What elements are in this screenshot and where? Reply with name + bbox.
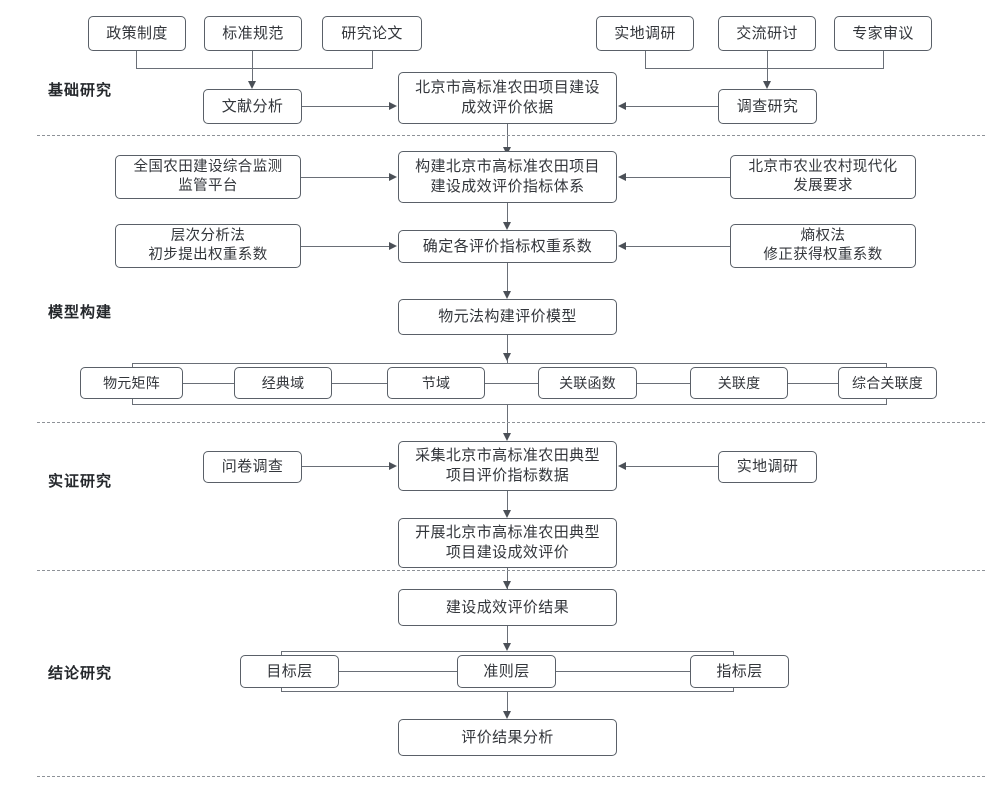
arrowhead-index-left bbox=[389, 173, 397, 181]
connector-chain-bottom-bus bbox=[132, 404, 887, 406]
arrowhead-index-right bbox=[618, 173, 626, 181]
connector-weight-to-model bbox=[507, 263, 509, 294]
arrowhead-collect-left bbox=[389, 462, 397, 470]
node-entropy-method[interactable]: 熵权法 修正获得权重系数 bbox=[730, 224, 916, 268]
connector-layer-top-bus bbox=[281, 651, 734, 653]
arrowhead-to-eval-result bbox=[503, 581, 511, 589]
connector-index-to-weight bbox=[507, 203, 509, 225]
node-literature-analysis[interactable]: 文献分析 bbox=[203, 89, 302, 124]
arrowhead-to-layer-bus bbox=[503, 643, 511, 651]
connector-platform-to-index bbox=[301, 177, 390, 179]
node-standard-norm[interactable]: 标准规范 bbox=[204, 16, 302, 51]
node-weight-coefficient[interactable]: 确定各评价指标权重系数 bbox=[398, 230, 617, 263]
connector-paper-down bbox=[372, 51, 374, 69]
stage-label-model: 模型构建 bbox=[48, 304, 113, 321]
node-field-survey-top[interactable]: 实地调研 bbox=[596, 16, 694, 51]
node-criteria-layer[interactable]: 准则层 bbox=[457, 655, 556, 688]
arrowhead-to-collect bbox=[503, 433, 511, 441]
node-chain-4[interactable]: 关联函数 bbox=[538, 367, 637, 399]
node-ahp-method[interactable]: 层次分析法 初步提出权重系数 bbox=[115, 224, 301, 268]
connector-result-to-layers bbox=[507, 626, 509, 648]
stage-label-conclusion: 结论研究 bbox=[48, 665, 113, 682]
connector-basic-bus bbox=[136, 68, 373, 70]
node-chain-5[interactable]: 关联度 bbox=[690, 367, 788, 399]
connector-chain-top-bus bbox=[132, 363, 887, 365]
stage-label-empirical: 实证研究 bbox=[48, 473, 113, 490]
arrowhead-to-literature bbox=[248, 81, 256, 89]
node-exchange-seminar[interactable]: 交流研讨 bbox=[718, 16, 816, 51]
connector-layers-to-analysis bbox=[507, 691, 509, 714]
node-chain-6[interactable]: 综合关联度 bbox=[838, 367, 937, 399]
node-expert-review[interactable]: 专家审议 bbox=[834, 16, 932, 51]
section-divider-4 bbox=[37, 776, 985, 777]
connector-chain-4-5 bbox=[637, 383, 690, 385]
node-chain-3[interactable]: 节域 bbox=[387, 367, 485, 399]
node-collect-data[interactable]: 采集北京市高标准农田典型 项目评价指标数据 bbox=[398, 441, 617, 491]
connector-chain-3-4 bbox=[485, 383, 538, 385]
connector-chain-5-6 bbox=[788, 383, 838, 385]
connector-collect-to-eval bbox=[507, 491, 509, 513]
node-matter-element-model[interactable]: 物元法构建评价模型 bbox=[398, 299, 617, 335]
node-index-layer[interactable]: 指标层 bbox=[690, 655, 789, 688]
stage-label-basic: 基础研究 bbox=[48, 82, 113, 99]
arrowhead-basis-left bbox=[389, 102, 397, 110]
connector-criteria-to-index bbox=[556, 671, 690, 673]
section-divider-3 bbox=[37, 570, 985, 571]
node-policy-system[interactable]: 政策制度 bbox=[88, 16, 186, 51]
connector-ahp-to-weight bbox=[301, 246, 390, 248]
arrowhead-weight-right bbox=[618, 242, 626, 250]
node-eval-result[interactable]: 建设成效评价结果 bbox=[398, 589, 617, 626]
connector-field-down bbox=[645, 51, 647, 69]
arrowhead-to-analysis bbox=[503, 711, 511, 719]
arrowhead-to-model bbox=[503, 291, 511, 299]
arrowhead-to-weight bbox=[503, 222, 511, 230]
connector-seminar-down bbox=[767, 51, 769, 83]
node-modernization-demand[interactable]: 北京市农业农村现代化 发展要求 bbox=[730, 155, 916, 199]
node-investigation-study[interactable]: 调查研究 bbox=[718, 89, 817, 124]
connector-entropy-to-weight bbox=[626, 246, 730, 248]
connector-standard-down bbox=[252, 51, 254, 83]
connector-chain-1-2 bbox=[183, 383, 234, 385]
connector-literature-to-basis bbox=[302, 106, 390, 108]
node-national-platform[interactable]: 全国农田建设综合监测 监管平台 bbox=[115, 155, 301, 199]
connector-field-to-collect bbox=[626, 466, 718, 468]
connector-basis-to-index bbox=[507, 124, 509, 150]
node-index-system[interactable]: 构建北京市高标准农田项目 建设成效评价指标体系 bbox=[398, 151, 617, 203]
node-evaluation-basis[interactable]: 北京市高标准农田项目建设 成效评价依据 bbox=[398, 72, 617, 124]
node-research-paper[interactable]: 研究论文 bbox=[322, 16, 422, 51]
connector-chain-2-3 bbox=[332, 383, 387, 385]
node-goal-layer[interactable]: 目标层 bbox=[240, 655, 339, 688]
connector-questionnaire-to-collect bbox=[302, 466, 390, 468]
arrowhead-to-carry-out bbox=[503, 510, 511, 518]
arrowhead-to-investigation bbox=[763, 81, 771, 89]
node-result-analysis[interactable]: 评价结果分析 bbox=[398, 719, 617, 756]
connector-expert-down bbox=[883, 51, 885, 69]
node-chain-1[interactable]: 物元矩阵 bbox=[80, 367, 183, 399]
section-divider-1 bbox=[37, 135, 985, 136]
section-divider-2 bbox=[37, 422, 985, 423]
connector-model-to-chain bbox=[507, 335, 509, 363]
node-questionnaire[interactable]: 问卷调查 bbox=[203, 451, 302, 483]
connector-investigation-to-basis bbox=[626, 106, 718, 108]
connector-goal-to-criteria bbox=[339, 671, 457, 673]
node-chain-2[interactable]: 经典域 bbox=[234, 367, 332, 399]
connector-demand-to-index bbox=[626, 177, 730, 179]
connector-policy-down bbox=[136, 51, 138, 69]
node-carry-out-eval[interactable]: 开展北京市高标准农田典型 项目建设成效评价 bbox=[398, 518, 617, 568]
node-field-survey-bottom[interactable]: 实地调研 bbox=[718, 451, 817, 483]
connector-survey-bus bbox=[645, 68, 884, 70]
arrowhead-basis-right bbox=[618, 102, 626, 110]
arrowhead-to-chain bbox=[503, 353, 511, 361]
connector-chain-to-collect bbox=[507, 404, 509, 436]
arrowhead-weight-left bbox=[389, 242, 397, 250]
arrowhead-collect-right bbox=[618, 462, 626, 470]
